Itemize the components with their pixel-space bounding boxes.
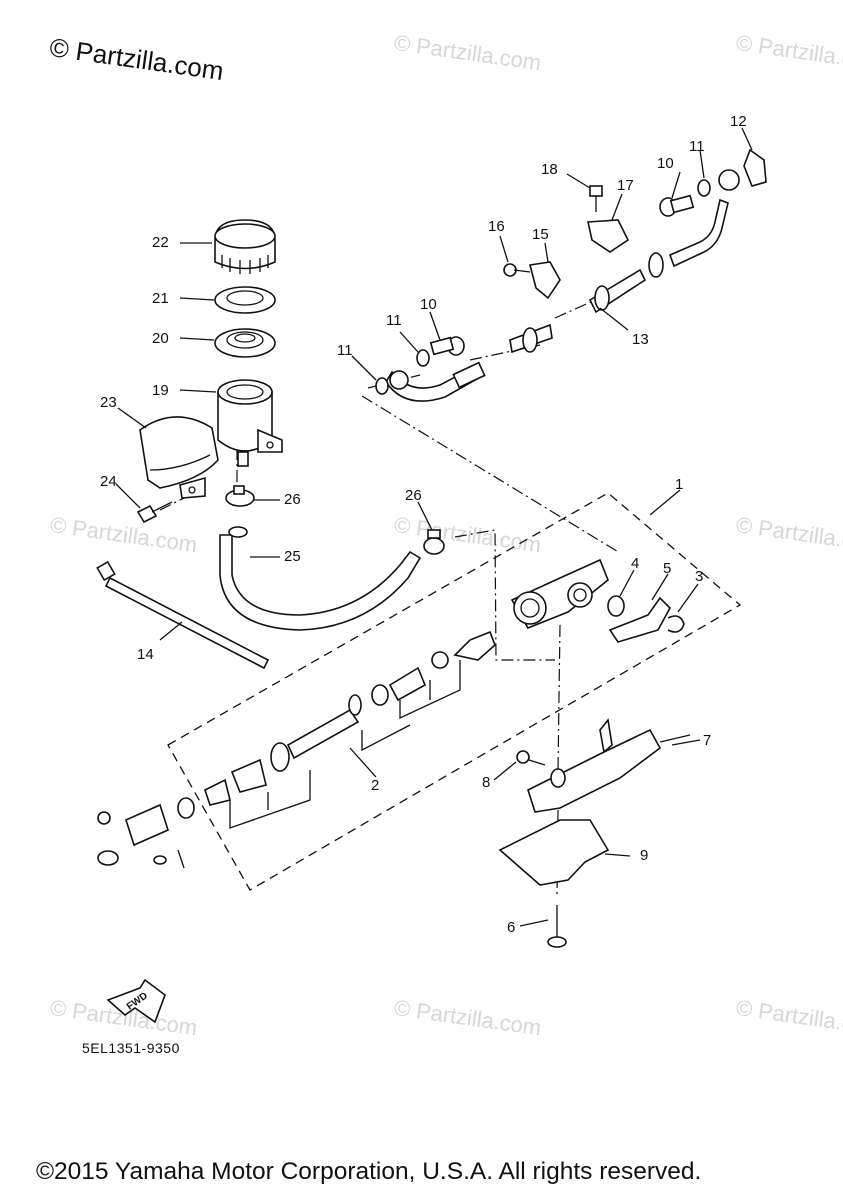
callout-8: 8	[482, 774, 491, 791]
guide-line	[361, 395, 621, 554]
copper-washer	[697, 179, 711, 197]
cable-tie	[96, 560, 270, 670]
callout-14: 14	[137, 646, 154, 663]
bolt	[136, 501, 173, 524]
reservoir-diaphragm-plate	[214, 286, 276, 314]
union-bolt	[659, 194, 695, 217]
master-cylinder-guard	[498, 819, 610, 886]
forward-arrow-icon	[106, 978, 166, 1024]
callout-7: 7	[703, 732, 712, 749]
master-cylinder-body	[510, 558, 609, 630]
assembly-boundary-outline	[167, 492, 742, 891]
hose-clamp-bracket	[587, 219, 630, 253]
hose-clamp	[225, 485, 255, 507]
bolt	[516, 750, 546, 766]
callout-11: 11	[337, 342, 353, 359]
callout-10: 10	[657, 155, 674, 172]
circlip	[667, 615, 685, 633]
callout-1: 1	[675, 476, 684, 493]
copyright-notice: ©2015 Yamaha Motor Corporation, U.S.A. A…	[36, 1158, 702, 1185]
hose-clamp	[423, 529, 445, 555]
brake-hose	[385, 169, 740, 402]
reservoir-cap	[214, 219, 276, 274]
reservoir-diaphragm	[214, 328, 276, 358]
callout-3: 3	[695, 568, 704, 585]
callout-11: 11	[689, 138, 705, 155]
bolt	[547, 905, 567, 948]
callout-15: 15	[532, 226, 549, 243]
diagram-part-code: 5EL1351-9350	[82, 1040, 180, 1056]
callout-9: 9	[640, 847, 649, 864]
callout-18: 18	[541, 161, 558, 178]
reservoir-body	[217, 379, 283, 467]
bolt	[589, 185, 603, 212]
reservoir-cover	[139, 416, 219, 499]
bolt	[503, 263, 531, 277]
guide-line	[469, 344, 541, 361]
callout-24: 24	[100, 473, 117, 490]
callout-13: 13	[632, 331, 649, 348]
callout-leaders	[115, 127, 753, 927]
push-rod-clevis	[97, 797, 195, 869]
guide-line	[557, 624, 561, 771]
callout-23: 23	[100, 394, 117, 411]
piston-kit	[204, 630, 496, 806]
callout-26: 26	[284, 491, 301, 508]
callout-4: 4	[631, 555, 640, 572]
mounting-bracket	[527, 718, 691, 813]
reservoir-hose	[219, 534, 422, 631]
callout-12: 12	[730, 113, 747, 130]
callout-5: 5	[663, 560, 672, 577]
callout-leader	[229, 660, 461, 829]
o-ring	[607, 595, 625, 617]
callout-20: 20	[152, 330, 169, 347]
callout-21: 21	[152, 290, 169, 307]
copper-washer	[416, 349, 430, 367]
callout-2: 2	[371, 777, 380, 794]
hose-guide	[529, 261, 561, 300]
hose-bracket	[743, 148, 767, 187]
callout-17: 17	[617, 177, 634, 194]
callout-26: 26	[405, 487, 422, 504]
callout-11: 11	[386, 312, 402, 329]
hose-joint	[608, 596, 671, 643]
copper-washer	[375, 377, 389, 395]
callout-19: 19	[152, 382, 169, 399]
callout-22: 22	[152, 234, 169, 251]
callout-16: 16	[488, 218, 505, 235]
callout-25: 25	[284, 548, 301, 565]
guide-line	[454, 529, 555, 661]
callout-6: 6	[507, 919, 516, 936]
callout-10: 10	[420, 296, 437, 313]
union-bolt	[429, 336, 465, 356]
